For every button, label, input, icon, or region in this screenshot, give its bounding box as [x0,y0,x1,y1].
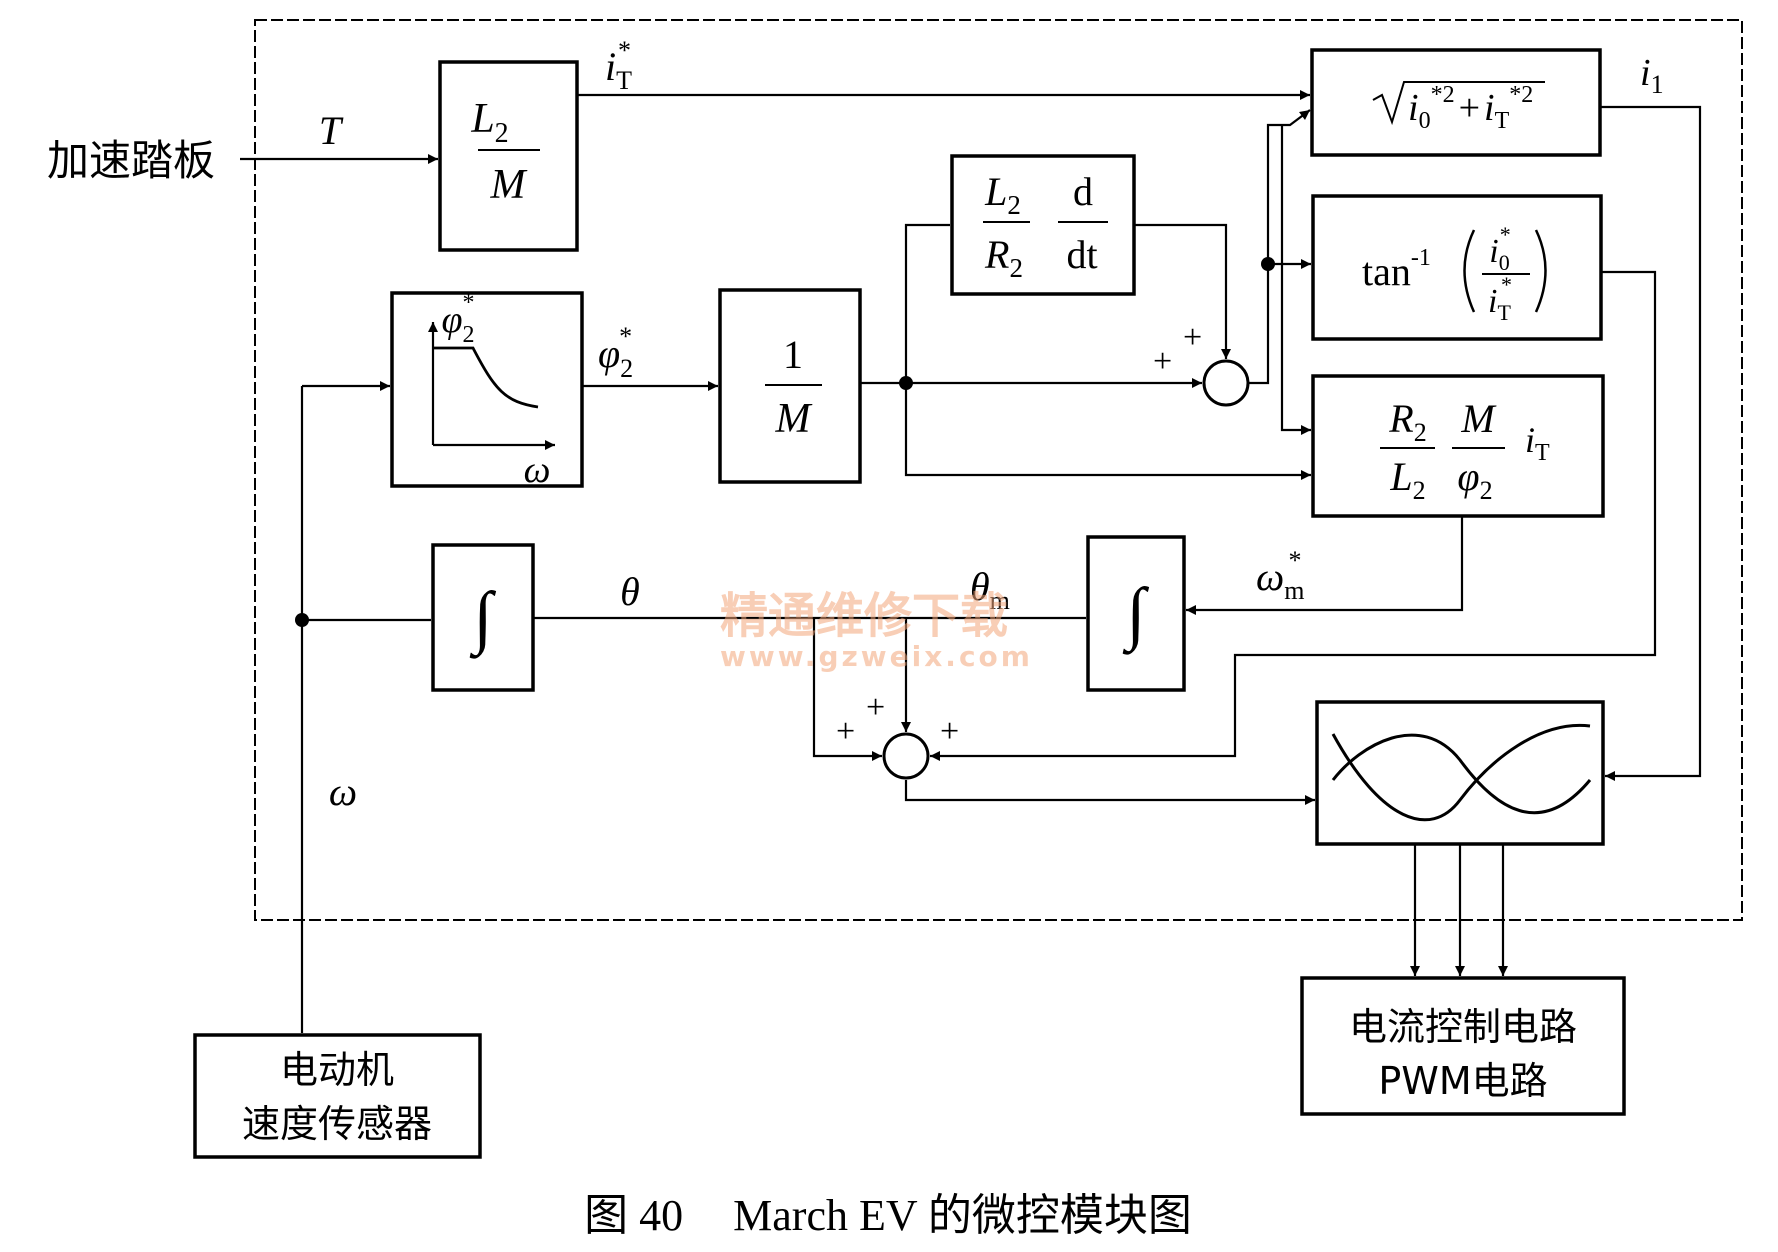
watermark-text: 精通维修下载 [720,588,1008,644]
svg-text:tan-1: tan-1 [1362,245,1431,294]
omega-m-star-label: ωm* [1256,546,1304,605]
svg-text:φ2: φ2 [1457,454,1492,505]
svg-text:速度传感器: 速度传感器 [242,1102,432,1146]
svg-text:ω: ω [524,449,551,491]
theta-m-label: θm [970,564,1010,615]
svg-text:iT: iT [1525,420,1550,466]
i1-label: i1 [1640,52,1664,99]
svg-text:∫: ∫ [469,579,496,659]
svg-text:PWM电路: PWM电路 [1378,1059,1547,1103]
angle-summer-plus-left: + [836,713,855,750]
svg-text:电动机: 电动机 [280,1048,394,1092]
phase-angle-block: tan-1 i0* iT* [1311,194,1603,341]
svg-text:M: M [775,396,813,442]
pwm-circuit-box: 电流控制电路 PWM电路 [1300,976,1626,1116]
one-over-m-block: 1 M [718,288,862,484]
accelerator-pedal-label: 加速踏板 [47,136,215,185]
flux-summer [1202,359,1250,407]
svg-text:L2: L2 [1389,454,1425,505]
angle-summer [882,732,930,780]
watermark-url: www.gzweix.com [720,640,1033,673]
it-star-label: iT* [605,36,632,95]
angle-summer-plus-right: + [940,713,959,750]
svg-text:∫: ∫ [1122,575,1149,655]
svg-text:1: 1 [783,332,803,377]
speed-sensor-box: 电动机 速度传感器 [193,1033,482,1159]
svg-text:R2: R2 [984,232,1023,283]
phi2-star-label: φ2* [598,322,633,383]
torque-label: T [319,108,344,153]
svg-text:电流控制电路: 电流控制电路 [1349,1005,1577,1049]
derivative-block: L2 R2 d dt [950,154,1136,296]
flux-summer-plus-left: + [1153,343,1172,380]
flux-summer-plus-top: + [1183,319,1202,356]
svg-text:i0*: i0* [1489,222,1510,275]
svg-text:M: M [1460,396,1497,441]
angle-summer-plus-top: + [866,689,885,726]
current-magnitude-block: i0*2+iT*2 [1310,48,1602,157]
controller-boundary [254,19,1743,921]
svg-text:L2: L2 [984,169,1021,220]
svg-text:L2: L2 [470,96,508,149]
flux-weakening-block: φ2* ω [390,290,584,491]
svg-text:iT*: iT* [1488,272,1512,325]
omega-label: ω [329,769,357,814]
svg-text:dt: dt [1066,232,1097,277]
l2-over-m-block: L2 M [438,60,579,252]
slip-frequency-block: R2 L2 M φ2 iT [1311,374,1605,518]
integrator-theta-block: ∫ [431,543,535,692]
svg-text:M: M [490,162,528,208]
svg-text:i0*2+iT*2: i0*2+iT*2 [1408,82,1533,134]
theta-label: θ [620,569,640,614]
svg-text:φ2*: φ2* [441,290,474,348]
sine-generator-block [1315,700,1605,846]
svg-text:R2: R2 [1388,396,1426,447]
integrator-slip-block: ∫ [1086,535,1186,692]
svg-text:d: d [1073,169,1093,214]
